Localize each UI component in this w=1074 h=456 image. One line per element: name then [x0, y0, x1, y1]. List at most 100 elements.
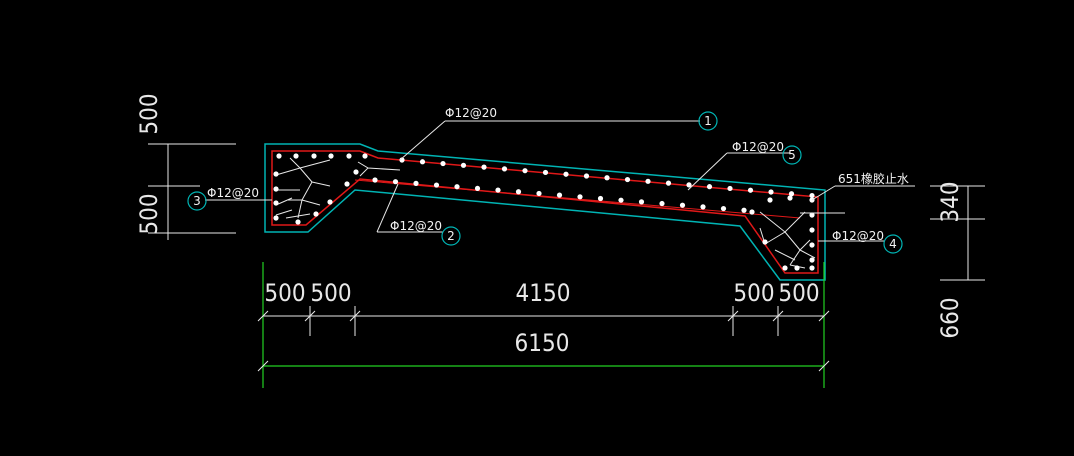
rebar-dot	[346, 153, 352, 159]
bottom-dim-2: 500	[310, 279, 351, 307]
rebar-dot	[454, 184, 460, 190]
rebar-dot	[536, 190, 542, 197]
rebar-dot	[362, 153, 368, 159]
rebar-dot	[495, 187, 501, 193]
rebar-dot	[665, 180, 672, 186]
bottom-dim-1: 500	[264, 279, 305, 307]
callout-1-circle	[698, 111, 718, 131]
rebar-dot	[624, 176, 631, 183]
bottom-dim-3: 4150	[516, 279, 571, 307]
right-haunch-ties	[759, 211, 816, 269]
rebar-dot	[273, 215, 279, 221]
callout-3-spec: Φ12@20	[207, 186, 259, 200]
rebar-dot	[638, 199, 645, 205]
callout-2-spec: Φ12@20	[390, 219, 442, 233]
bottom-dim-5: 500	[778, 279, 819, 307]
rebar-dot	[474, 185, 481, 192]
rebar-dot	[293, 153, 299, 159]
callout-5-number: 5	[788, 148, 796, 162]
callout-bubbles	[187, 111, 903, 254]
rebar-dot	[597, 195, 604, 202]
rebar-dot	[720, 205, 727, 212]
left-dim-lower: 500	[135, 193, 163, 234]
rebar-dot	[809, 257, 815, 263]
rebar-dot	[419, 159, 426, 165]
rebar-dot	[659, 200, 665, 207]
rebar-outline	[271, 150, 819, 274]
rebar-dot	[515, 189, 522, 195]
callout-4-spec: Φ12@20	[832, 229, 884, 243]
rebar-dot	[749, 209, 755, 215]
rebar-dot	[809, 192, 815, 199]
rebar-dot	[295, 219, 301, 225]
rebar-dot	[788, 191, 795, 197]
rebar-dots	[273, 153, 815, 271]
rebar-dot	[481, 164, 487, 170]
left-dim-upper: 500	[135, 93, 163, 134]
rebar-dot	[794, 265, 800, 271]
rebar-dot	[809, 212, 815, 218]
left-vertical-dimension	[148, 143, 236, 240]
rebar-dot	[460, 162, 467, 168]
rebar-dot	[542, 169, 549, 176]
rebar-dot	[556, 192, 563, 198]
left-haunch-ties	[275, 157, 331, 219]
right-dim-lower: 660	[936, 297, 964, 338]
callout-3-circle	[187, 191, 207, 211]
rebar-dot	[618, 197, 624, 203]
rebar-dot	[313, 211, 319, 217]
rebar-dot	[809, 265, 815, 271]
rebar-dot	[727, 185, 733, 192]
right-dim-upper: 340	[936, 181, 964, 222]
rebar-dot	[433, 182, 440, 188]
callout-4-number: 4	[889, 237, 897, 251]
leader-lines	[205, 120, 915, 242]
bottom-dimension-lines	[262, 262, 825, 388]
bottom-dim-total: 6150	[515, 329, 570, 357]
rebar-dot	[768, 189, 774, 195]
rebar-dot	[344, 181, 350, 187]
callout-4-circle	[883, 234, 903, 254]
rebar-dot	[741, 207, 747, 213]
rebar-dot	[686, 182, 692, 188]
rebar-dot	[273, 200, 279, 206]
rebar-dot	[706, 184, 713, 190]
rebar-dot	[679, 202, 686, 208]
rebar-dot	[327, 199, 333, 205]
rebar-dot	[583, 173, 590, 179]
callout-3-number: 3	[193, 194, 201, 208]
rebar-dot	[273, 186, 279, 192]
rebar-dot	[782, 265, 788, 271]
callout-2-circle	[441, 226, 461, 246]
rebar-dot	[372, 177, 378, 183]
rebar-dot	[747, 187, 754, 193]
rebar-dot	[809, 227, 815, 233]
rebar-dot	[276, 153, 282, 159]
slab-tie	[357, 161, 401, 177]
rebar-dot	[604, 175, 610, 181]
rebar-dot	[353, 169, 359, 175]
rebar-dot	[392, 179, 399, 185]
rebar-dot	[311, 153, 317, 159]
callout-5-circle	[782, 145, 802, 165]
rebar-dot	[787, 195, 793, 201]
callout-1-number: 1	[704, 114, 712, 128]
rebar-dot	[399, 157, 405, 163]
rebar-dot	[762, 239, 768, 245]
rebar-dot	[273, 171, 279, 177]
rebar-inner-line	[354, 179, 801, 219]
rebar-dot	[700, 204, 706, 210]
concrete-outline	[264, 143, 826, 281]
callout-1-spec: Φ12@20	[445, 106, 497, 120]
bottom-dim-4: 500	[733, 279, 774, 307]
rebar-dot	[501, 166, 508, 172]
callout-5-spec: Φ12@20	[732, 140, 784, 154]
rebar-dot	[413, 180, 419, 186]
water-stop-note: 651橡胶止水	[838, 171, 909, 186]
callout-2-number: 2	[447, 229, 455, 243]
rebar-dot	[328, 153, 334, 159]
rebar-dot	[563, 171, 569, 177]
rebar-dot	[645, 178, 651, 184]
right-vertical-dimension	[930, 185, 985, 281]
